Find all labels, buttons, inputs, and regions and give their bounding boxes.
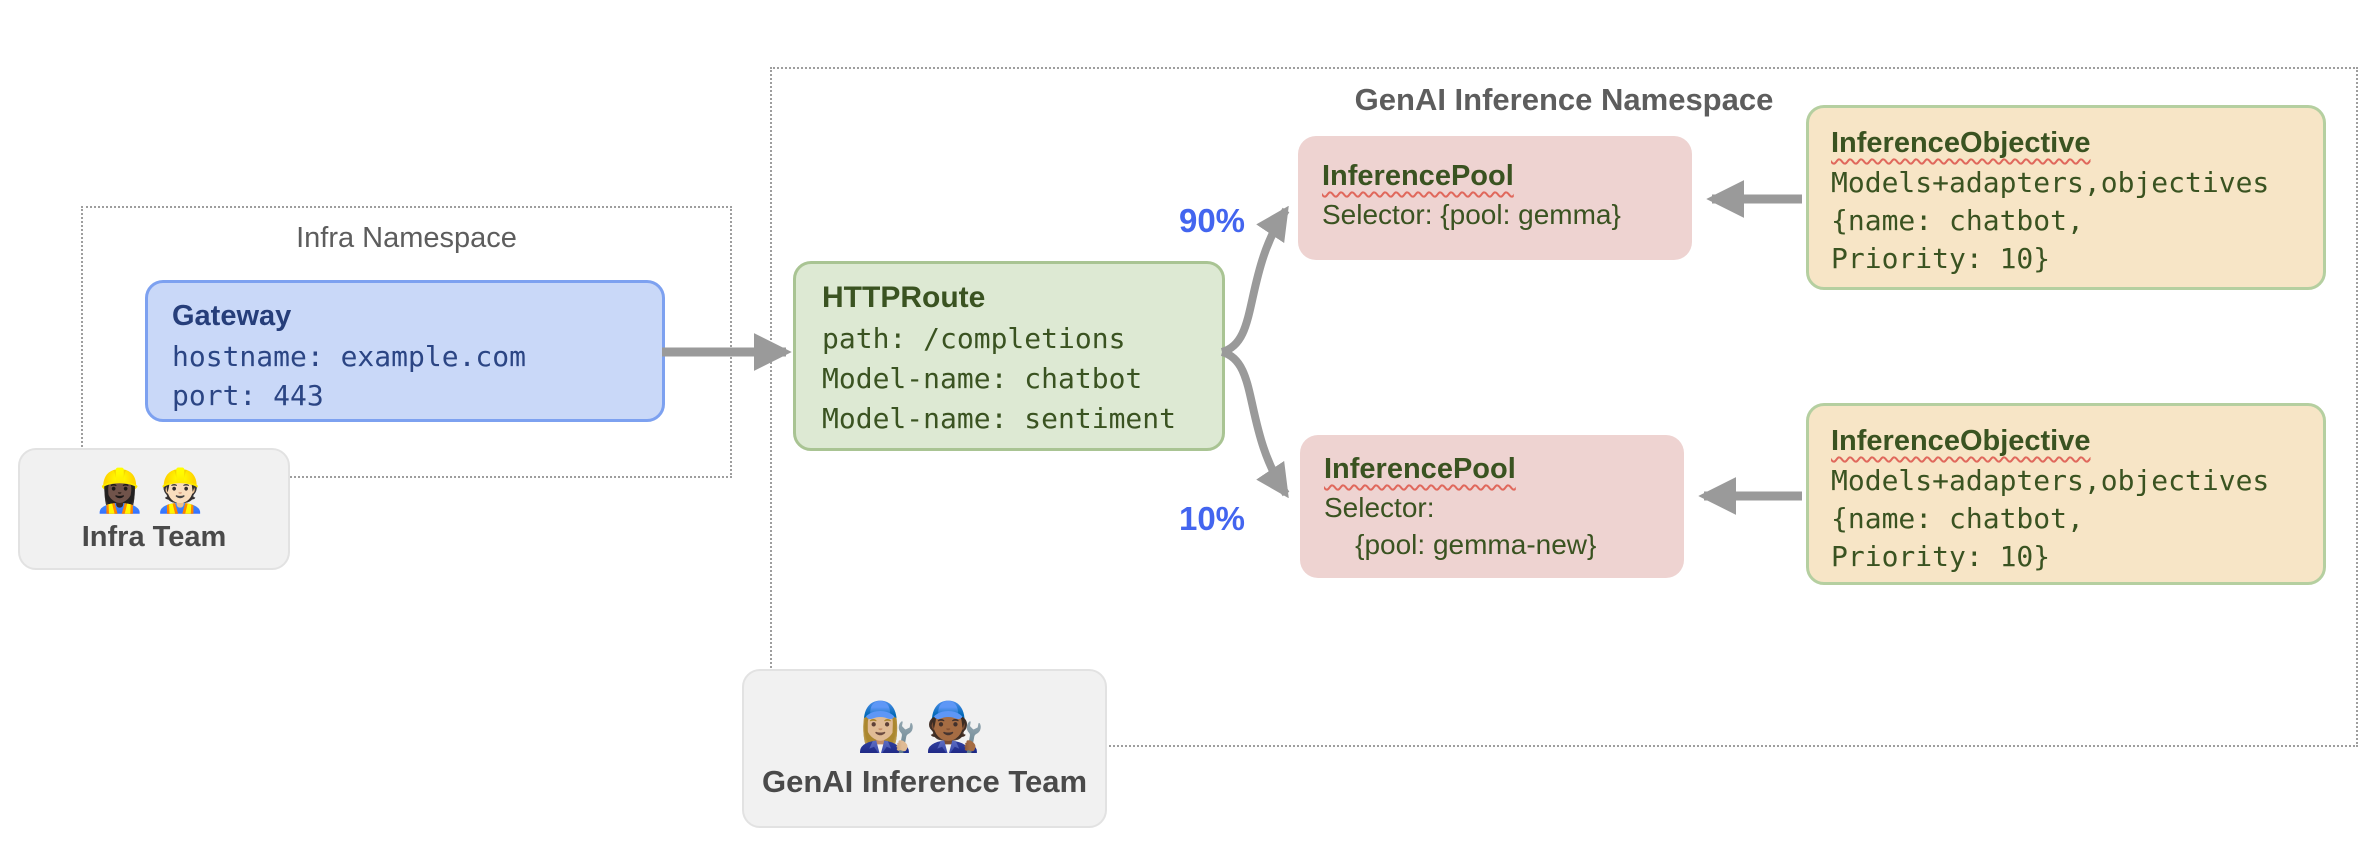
inference-objective-top-models-line: Models+adapters,objectives <box>1831 166 2270 199</box>
inference-objective-top-priority-line: Priority: 10} <box>1831 242 2051 275</box>
httproute-title: HTTPRoute <box>822 281 986 314</box>
genai-team-card: 👩🏼‍🔧🧑🏾‍🔧 GenAI Inference Team <box>742 669 1107 828</box>
mechanic-woman-icon: 👩🏼‍🔧 <box>856 700 925 754</box>
gateway-title: Gateway <box>172 300 292 332</box>
inference-pool-bottom-selector-line: Selector: <box>1324 492 1435 523</box>
inference-objective-top-name-line: {name: chatbot, <box>1831 204 2084 237</box>
infra-namespace-box <box>81 206 732 478</box>
infra-namespace-title: Infra Namespace <box>296 222 517 254</box>
gateway-port-line: port: 443 <box>172 379 324 412</box>
inference-objective-bottom-title: InferenceObjective <box>1831 425 2091 457</box>
traffic-split-10-label: 10% <box>1178 500 1246 537</box>
infra-team-label: Infra Team <box>81 520 227 553</box>
inference-pool-top-selector-line: Selector: {pool: gemma} <box>1322 199 1621 230</box>
genai-team-label: GenAI Inference Team <box>761 763 1088 799</box>
mechanic-man-icon: 🧑🏾‍🔧 <box>924 700 993 754</box>
inference-pool-bottom-node: InferencePool Selector: {pool: gemma-new… <box>1300 435 1684 578</box>
httproute-model-sentiment-line: Model-name: sentiment <box>822 402 1177 435</box>
inference-objective-bottom-models-line: Models+adapters,objectives <box>1831 464 2270 497</box>
httproute-path-line: path: /completions <box>822 322 1126 355</box>
inference-pool-bottom-pool-line: {pool: gemma-new} <box>1324 529 1597 560</box>
construction-worker-woman-icon: 👷🏿‍♀️ <box>93 466 154 514</box>
inference-objective-top-title: InferenceObjective <box>1831 127 2091 159</box>
mechanic-icons: 👩🏼‍🔧🧑🏾‍🔧 <box>857 698 993 758</box>
genai-namespace-box <box>770 67 2358 747</box>
httproute-node: HTTPRoute path: /completions Model-name:… <box>793 261 1225 451</box>
inference-objective-bottom-name-line: {name: chatbot, <box>1831 502 2084 535</box>
inference-objective-bottom-node: InferenceObjective Models+adapters,objec… <box>1806 403 2326 585</box>
httproute-model-chatbot-line: Model-name: chatbot <box>822 362 1143 395</box>
gateway-hostname-line: hostname: example.com <box>172 340 527 373</box>
inference-pool-top-title: InferencePool <box>1322 160 1514 192</box>
construction-worker-icons: 👷🏿‍♀️👷🏻 <box>94 465 215 517</box>
inference-objective-top-node: InferenceObjective Models+adapters,objec… <box>1806 105 2326 290</box>
traffic-split-90-label: 90% <box>1178 202 1246 239</box>
construction-worker-man-icon: 👷🏻 <box>154 466 215 514</box>
inference-objective-bottom-priority-line: Priority: 10} <box>1831 540 2051 573</box>
inference-pool-top-node: InferencePool Selector: {pool: gemma} <box>1298 136 1692 260</box>
gateway-node: Gateway hostname: example.com port: 443 <box>145 280 665 422</box>
infra-team-card: 👷🏿‍♀️👷🏻 Infra Team <box>18 448 290 570</box>
genai-namespace-title: GenAI Inference Namespace <box>1354 82 1774 117</box>
inference-pool-bottom-title: InferencePool <box>1324 453 1516 485</box>
